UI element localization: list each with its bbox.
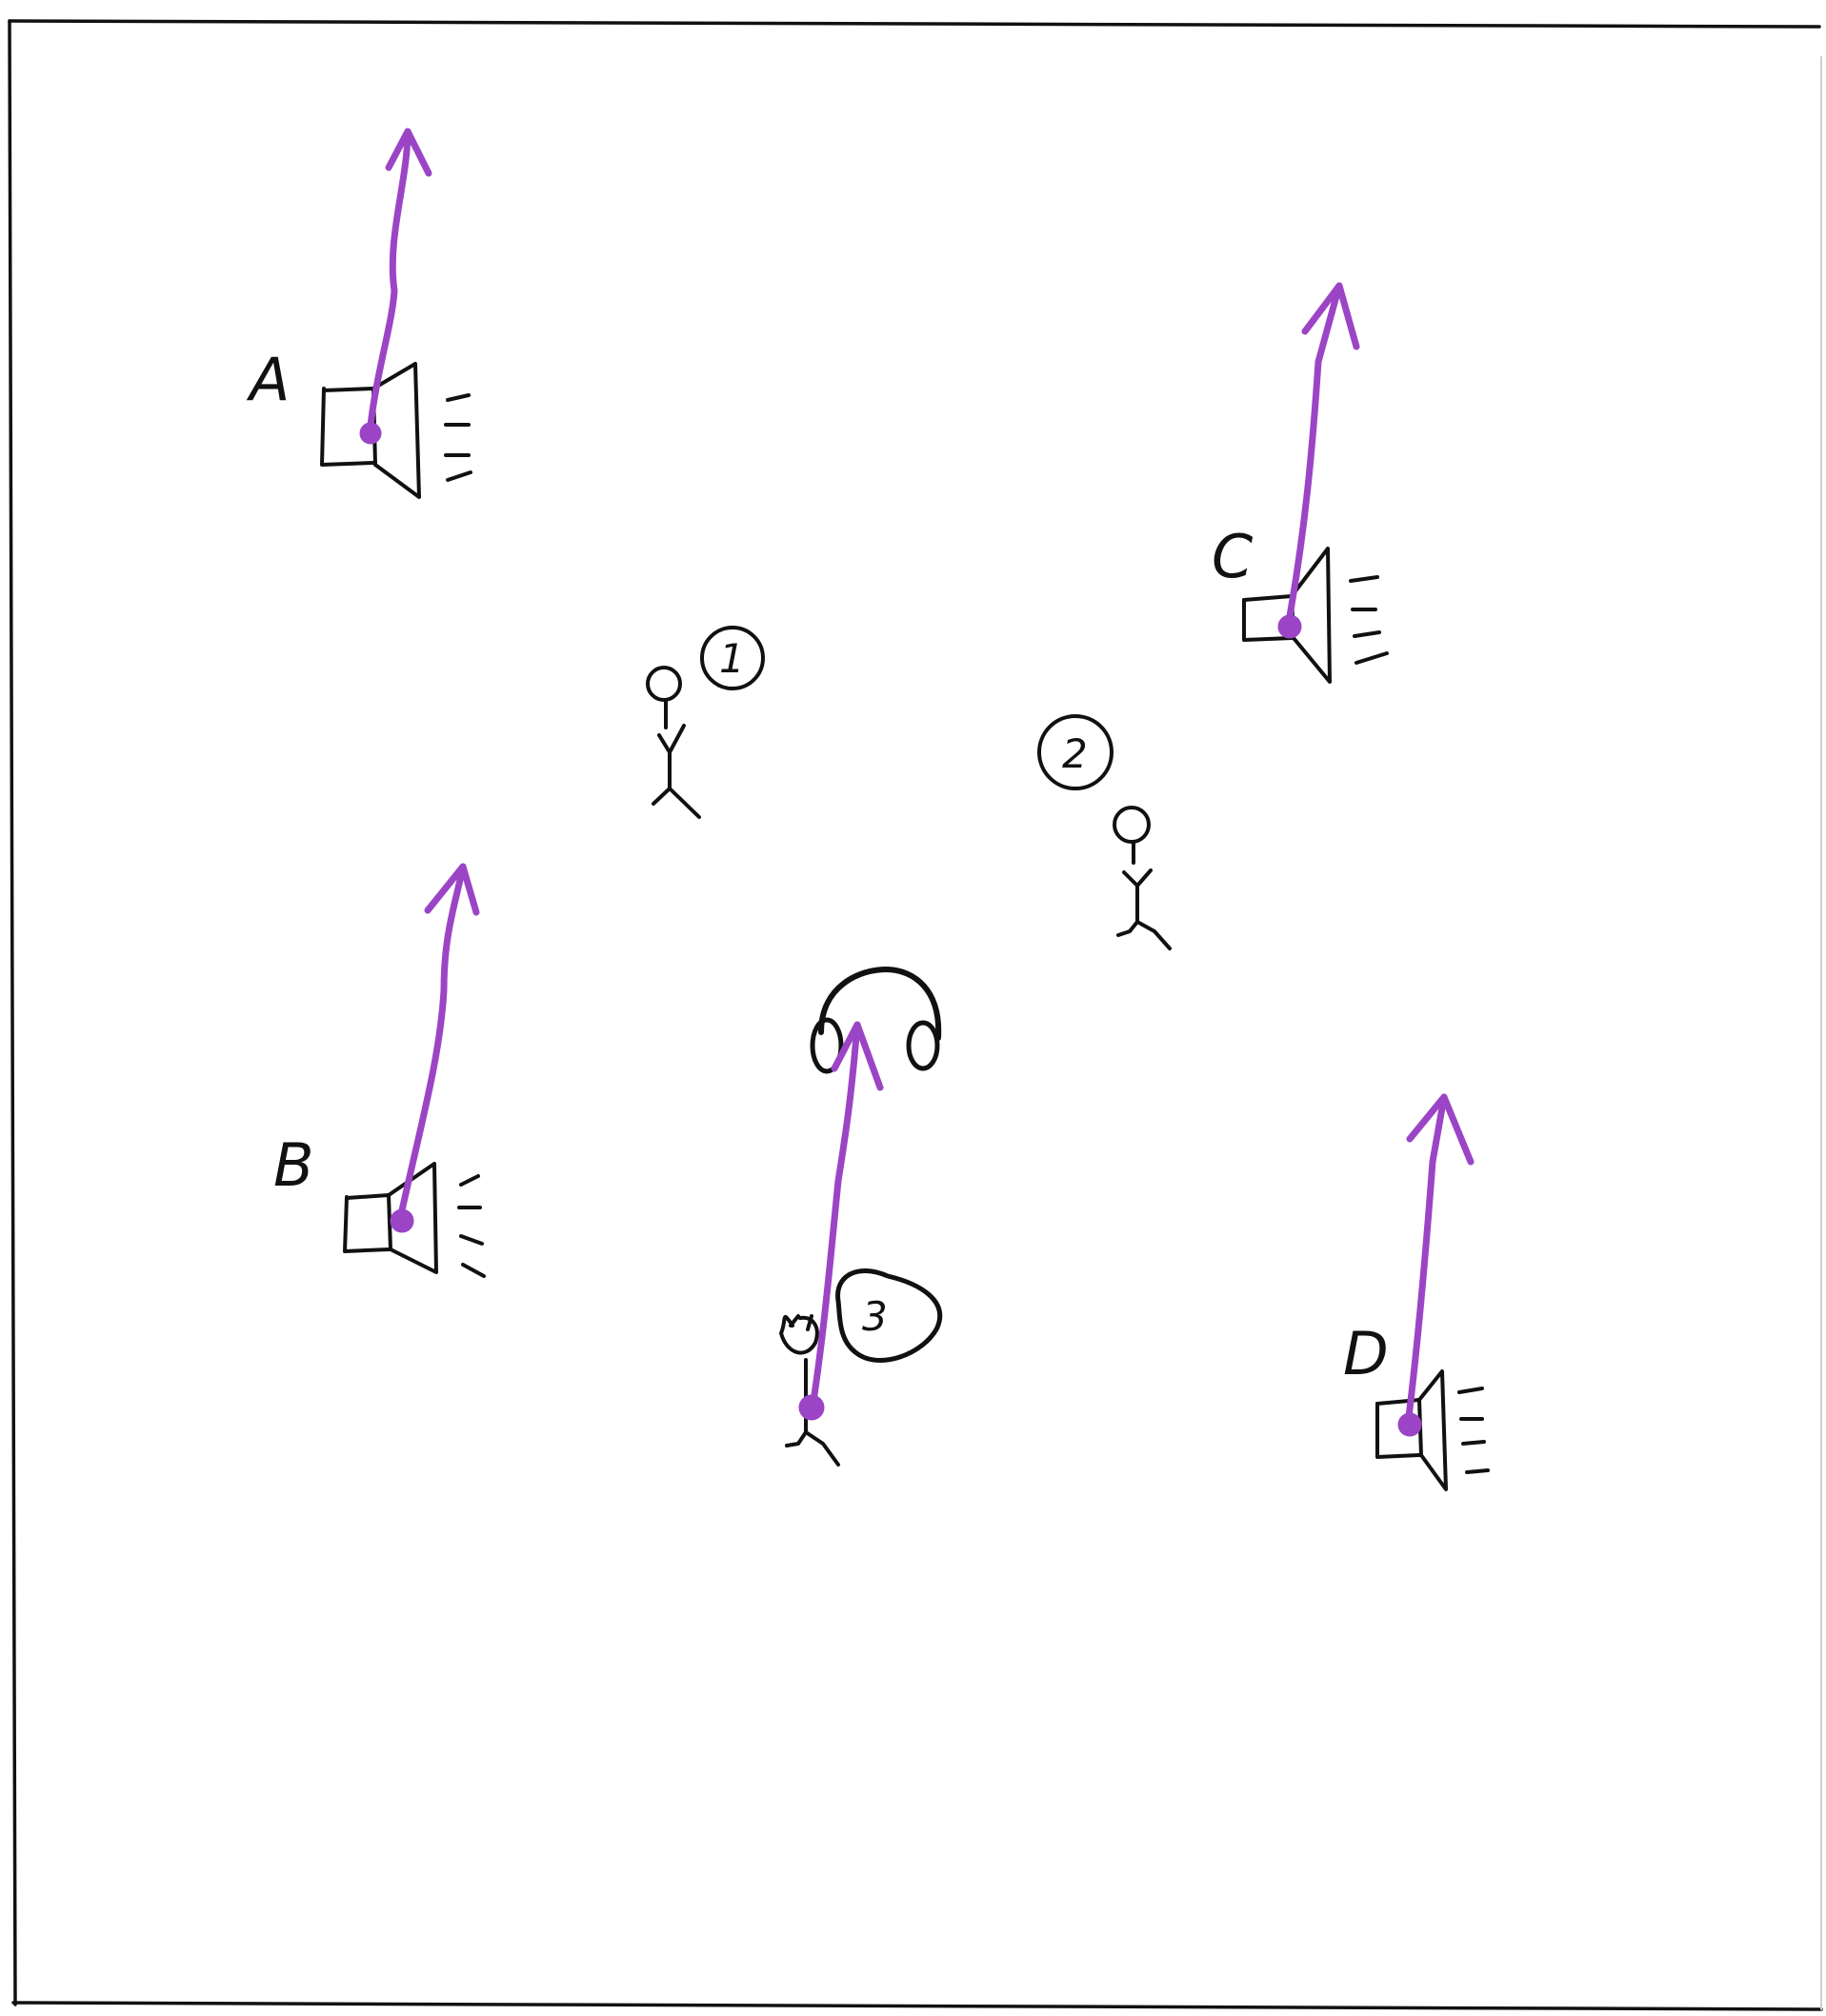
direction-arrow — [370, 131, 429, 433]
speaker-label: B — [273, 1130, 314, 1200]
listener-number: 1 — [719, 635, 745, 682]
position-marker — [1398, 1413, 1421, 1436]
position-marker — [360, 423, 381, 444]
listener-number: 2 — [1062, 730, 1088, 777]
speaker-d: D — [1343, 1097, 1488, 1489]
speaker-b: B — [273, 867, 484, 1276]
listener-3: 3 — [781, 969, 940, 1465]
listener-number: 3 — [862, 1293, 888, 1340]
person-icon — [1114, 808, 1170, 948]
number-badge: 2 — [1039, 716, 1112, 788]
direction-arrow — [813, 1025, 880, 1407]
page-frame — [10, 21, 1821, 2009]
direction-arrow — [1288, 286, 1356, 627]
person-icon — [648, 668, 699, 817]
speaker-a: A — [246, 131, 471, 497]
speaker-icon — [1244, 549, 1387, 682]
headphones-icon — [813, 969, 938, 1071]
direction-arrow — [400, 867, 476, 1219]
number-badge: 1 — [702, 628, 763, 689]
position-marker — [1278, 615, 1301, 638]
speaker-label: C — [1212, 522, 1254, 591]
listener-1: 1 — [648, 628, 763, 817]
speaker-icon — [1377, 1371, 1488, 1489]
listener-2: 2 — [1039, 716, 1170, 948]
speaker-c: C — [1212, 286, 1387, 682]
speaker-icon — [322, 364, 471, 497]
speaker-icon — [345, 1164, 484, 1276]
speaker-label: A — [246, 345, 290, 414]
position-marker — [799, 1395, 824, 1420]
number-badge: 3 — [838, 1270, 940, 1360]
person-icon — [781, 1316, 838, 1465]
speaker-label: D — [1343, 1319, 1389, 1388]
position-marker — [391, 1209, 413, 1232]
